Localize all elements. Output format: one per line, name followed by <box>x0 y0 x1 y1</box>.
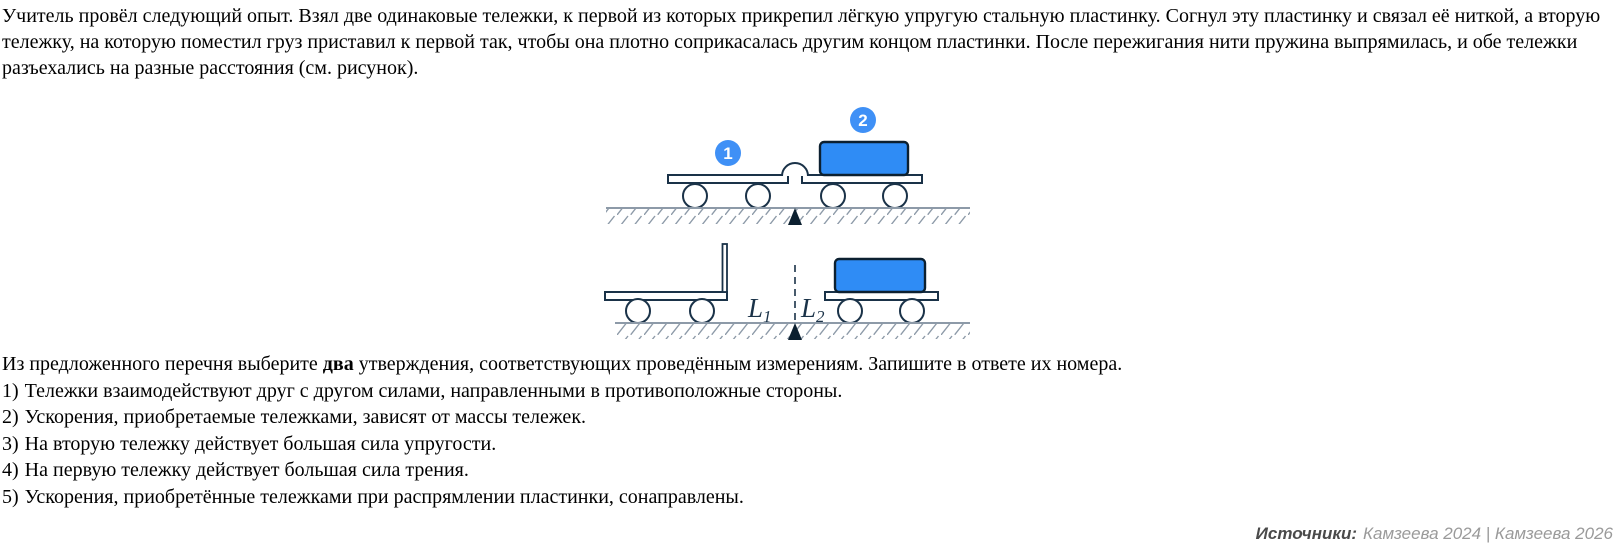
cart1-wheel-left <box>682 183 708 209</box>
cart2-wheel-right <box>882 183 908 209</box>
cart1-wheel-right <box>745 183 771 209</box>
cart1-wheel-right-after <box>689 298 715 324</box>
start-point-marker-top <box>788 208 802 225</box>
option-number: 4) <box>2 459 19 481</box>
load-box-after <box>833 257 927 294</box>
cart1-platform-after <box>604 291 728 301</box>
option-text: На вторую тележку действует большая сила… <box>24 432 497 455</box>
distance-label-L1: L1 <box>747 293 772 326</box>
answer-option-3: 3)На вторую тележку действует большая си… <box>2 431 1614 458</box>
answer-option-1: 1)Тележки взаимодействуют друг с другом … <box>2 378 1614 405</box>
cart2-wheel-left <box>820 183 846 209</box>
option-text: Ускорения, приобретаемые тележками, зави… <box>24 406 587 428</box>
option-text: На первую тележку действует большая сила… <box>24 459 469 481</box>
cart1-wheel-left-after <box>625 298 651 324</box>
question-block: Из предложенного перечня выберите два ут… <box>2 351 1614 510</box>
cart2-platform-after <box>824 291 939 301</box>
question-text: Из предложенного перечня выберите два ут… <box>2 351 1614 378</box>
carts-experiment-diagram: 1 2 L1 L2 <box>604 107 970 340</box>
question-text-after: утверждения, соответствующих проведённым… <box>353 353 1123 375</box>
option-text: Ускорения, приобретённые тележками при р… <box>24 485 744 508</box>
option-number: 5) <box>2 485 19 508</box>
answer-option-2: 2)Ускорения, приобретаемые тележками, за… <box>2 404 1614 431</box>
problem-intro-text: Учитель провёл следующий опыт. Взял две … <box>2 5 1601 79</box>
ground-hatching-top <box>606 209 970 224</box>
option-number: 2) <box>2 406 19 428</box>
option-number: 3) <box>2 432 19 455</box>
sources-value: Камзеева 2024 | Камзеева 2026 <box>1363 524 1613 543</box>
bent-plate-arc <box>781 162 809 177</box>
start-point-marker-bottom <box>788 323 802 340</box>
cart1-badge-number: 1 <box>723 144 732 163</box>
diagram-before-release: 1 2 <box>606 107 970 225</box>
question-text-before: Из предложенного перечня выберите <box>2 353 323 375</box>
cart2-badge-number: 2 <box>858 111 867 130</box>
cart2-wheel-right-after <box>899 298 925 324</box>
experiment-figure: 1 2 L1 L2 <box>590 95 990 350</box>
sources-footer: Источники: Камзеева 2024 | Камзеева 2026 <box>1256 524 1613 544</box>
load-box <box>818 140 910 177</box>
cart1-badge-circle <box>715 140 741 166</box>
straightened-plate <box>721 243 728 293</box>
option-number: 1) <box>2 379 19 402</box>
cart2-badge-circle <box>850 107 876 133</box>
diagram-after-release: L1 L2 <box>604 243 970 340</box>
answer-option-4: 4)На первую тележку действует большая си… <box>2 457 1614 484</box>
option-text: Тележки взаимодействуют друг с другом си… <box>24 379 843 402</box>
question-bold-word: два <box>322 353 354 375</box>
cart2-wheel-left-after <box>837 298 863 324</box>
cart1-platform <box>667 174 789 184</box>
answer-option-5: 5)Ускорения, приобретённые тележками при… <box>2 484 1614 511</box>
sources-label: Источники: <box>1255 524 1358 543</box>
distance-label-L2: L2 <box>800 293 825 326</box>
